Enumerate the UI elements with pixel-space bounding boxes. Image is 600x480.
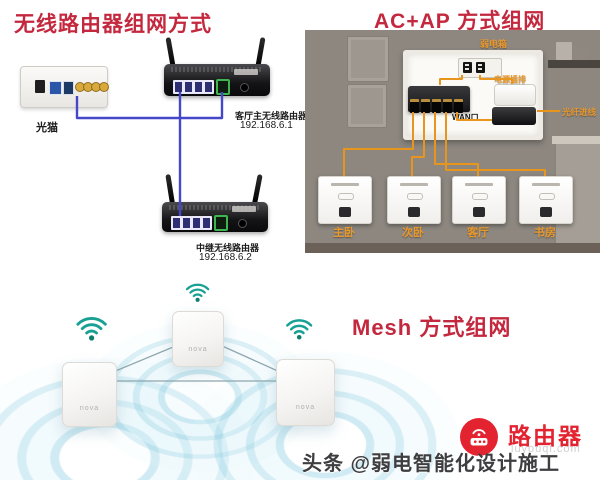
ap-room-label: 书房 (534, 227, 556, 239)
modem-label: 光猫 (36, 122, 58, 134)
mesh-node: nova (172, 311, 224, 367)
ap-brand-mark (400, 183, 428, 186)
ap-panel (387, 176, 441, 224)
ap-panel (318, 176, 372, 224)
main-router-label: 客厅主无线路由器 (235, 111, 308, 121)
ap-brand-mark (465, 183, 493, 186)
lan-port (203, 80, 214, 94)
ap-slot (539, 193, 555, 200)
wan-port (216, 79, 230, 95)
power-strip-label: 电源插排 (494, 75, 526, 84)
ap-slot (472, 193, 488, 200)
floor (305, 243, 600, 253)
watermark-subtext: luyouqi.com (511, 443, 581, 455)
relay-router-label: 中继无线路由器 (196, 243, 260, 253)
wall-cabinet (347, 84, 387, 128)
indoor-modem (494, 84, 536, 106)
ap-lan-jack (540, 207, 552, 217)
main-router-ip: 192.168.6.1 (240, 120, 293, 131)
acap-section-title: AC+AP 方式组网 (374, 10, 546, 33)
kitchen-counter (552, 136, 600, 144)
ap-room-label: 主卧 (333, 227, 355, 239)
modem-blue-port (49, 81, 62, 95)
wan-port (214, 215, 228, 231)
switch-port (421, 99, 430, 113)
weak-current-box (403, 50, 543, 140)
ap-room-label: 次卧 (402, 227, 424, 239)
optical-modem (20, 66, 109, 108)
router-vents (169, 205, 261, 210)
mesh-node: nova (276, 359, 335, 426)
switch-port (443, 99, 452, 113)
power-plug (476, 62, 485, 73)
relay-router (162, 202, 268, 232)
router-badge-icon (460, 418, 498, 456)
router-sticker (232, 206, 256, 212)
modem-blue-port-2 (63, 81, 74, 95)
fiber-inlet-label: 光纤进线 (562, 107, 597, 117)
power-jack (238, 219, 247, 228)
switch-port (410, 99, 419, 113)
switch-port (432, 99, 441, 113)
shelf-item (556, 42, 572, 60)
ap-room-label: 客厅 (467, 227, 489, 239)
modem-phone-port (99, 82, 109, 92)
router-glyph-icon (470, 429, 488, 446)
power-jack (240, 83, 249, 92)
mesh-node-brand: nova (295, 404, 316, 411)
ap-lan-jack (339, 207, 351, 217)
watermark-title: 路由器 (508, 423, 583, 449)
antenna-icon (165, 173, 175, 205)
ap-slot (407, 193, 423, 200)
cabinet-label: 弱电箱 (480, 39, 508, 49)
ap-brand-mark (331, 183, 359, 186)
blue-cable (75, 92, 224, 216)
ap-lan-jack (473, 207, 485, 217)
ap-slot (338, 193, 354, 200)
switch-port (454, 99, 463, 113)
shelf-item (574, 47, 588, 60)
fiber-terminal (492, 107, 536, 125)
mesh-section-title: Mesh 方式组网 (352, 315, 512, 340)
lan-port (201, 216, 212, 230)
modem-power-port (35, 80, 45, 93)
ap-panel (452, 176, 506, 224)
mesh-node-brand: nova (79, 405, 100, 412)
relay-router-ip: 192.168.6.2 (199, 252, 252, 263)
router-sticker (234, 69, 258, 75)
network-switch (408, 86, 470, 113)
power-plug (463, 62, 472, 73)
mesh-node: nova (62, 362, 117, 427)
router-vents (171, 67, 263, 72)
main-router (164, 64, 270, 96)
wall-shelf (548, 60, 600, 68)
ap-lan-jack (408, 207, 420, 217)
credit-text: 头条 @弱电智能化设计施工 (302, 453, 561, 475)
antenna-icon (252, 174, 263, 205)
wall-cabinet (347, 36, 389, 82)
ap-panel (519, 176, 573, 224)
ap-brand-mark (532, 183, 560, 186)
wireless-section-title: 无线路由器组网方式 (14, 13, 212, 36)
mesh-node-brand: nova (188, 346, 208, 353)
wan-port-label: WAN口 (452, 113, 479, 122)
